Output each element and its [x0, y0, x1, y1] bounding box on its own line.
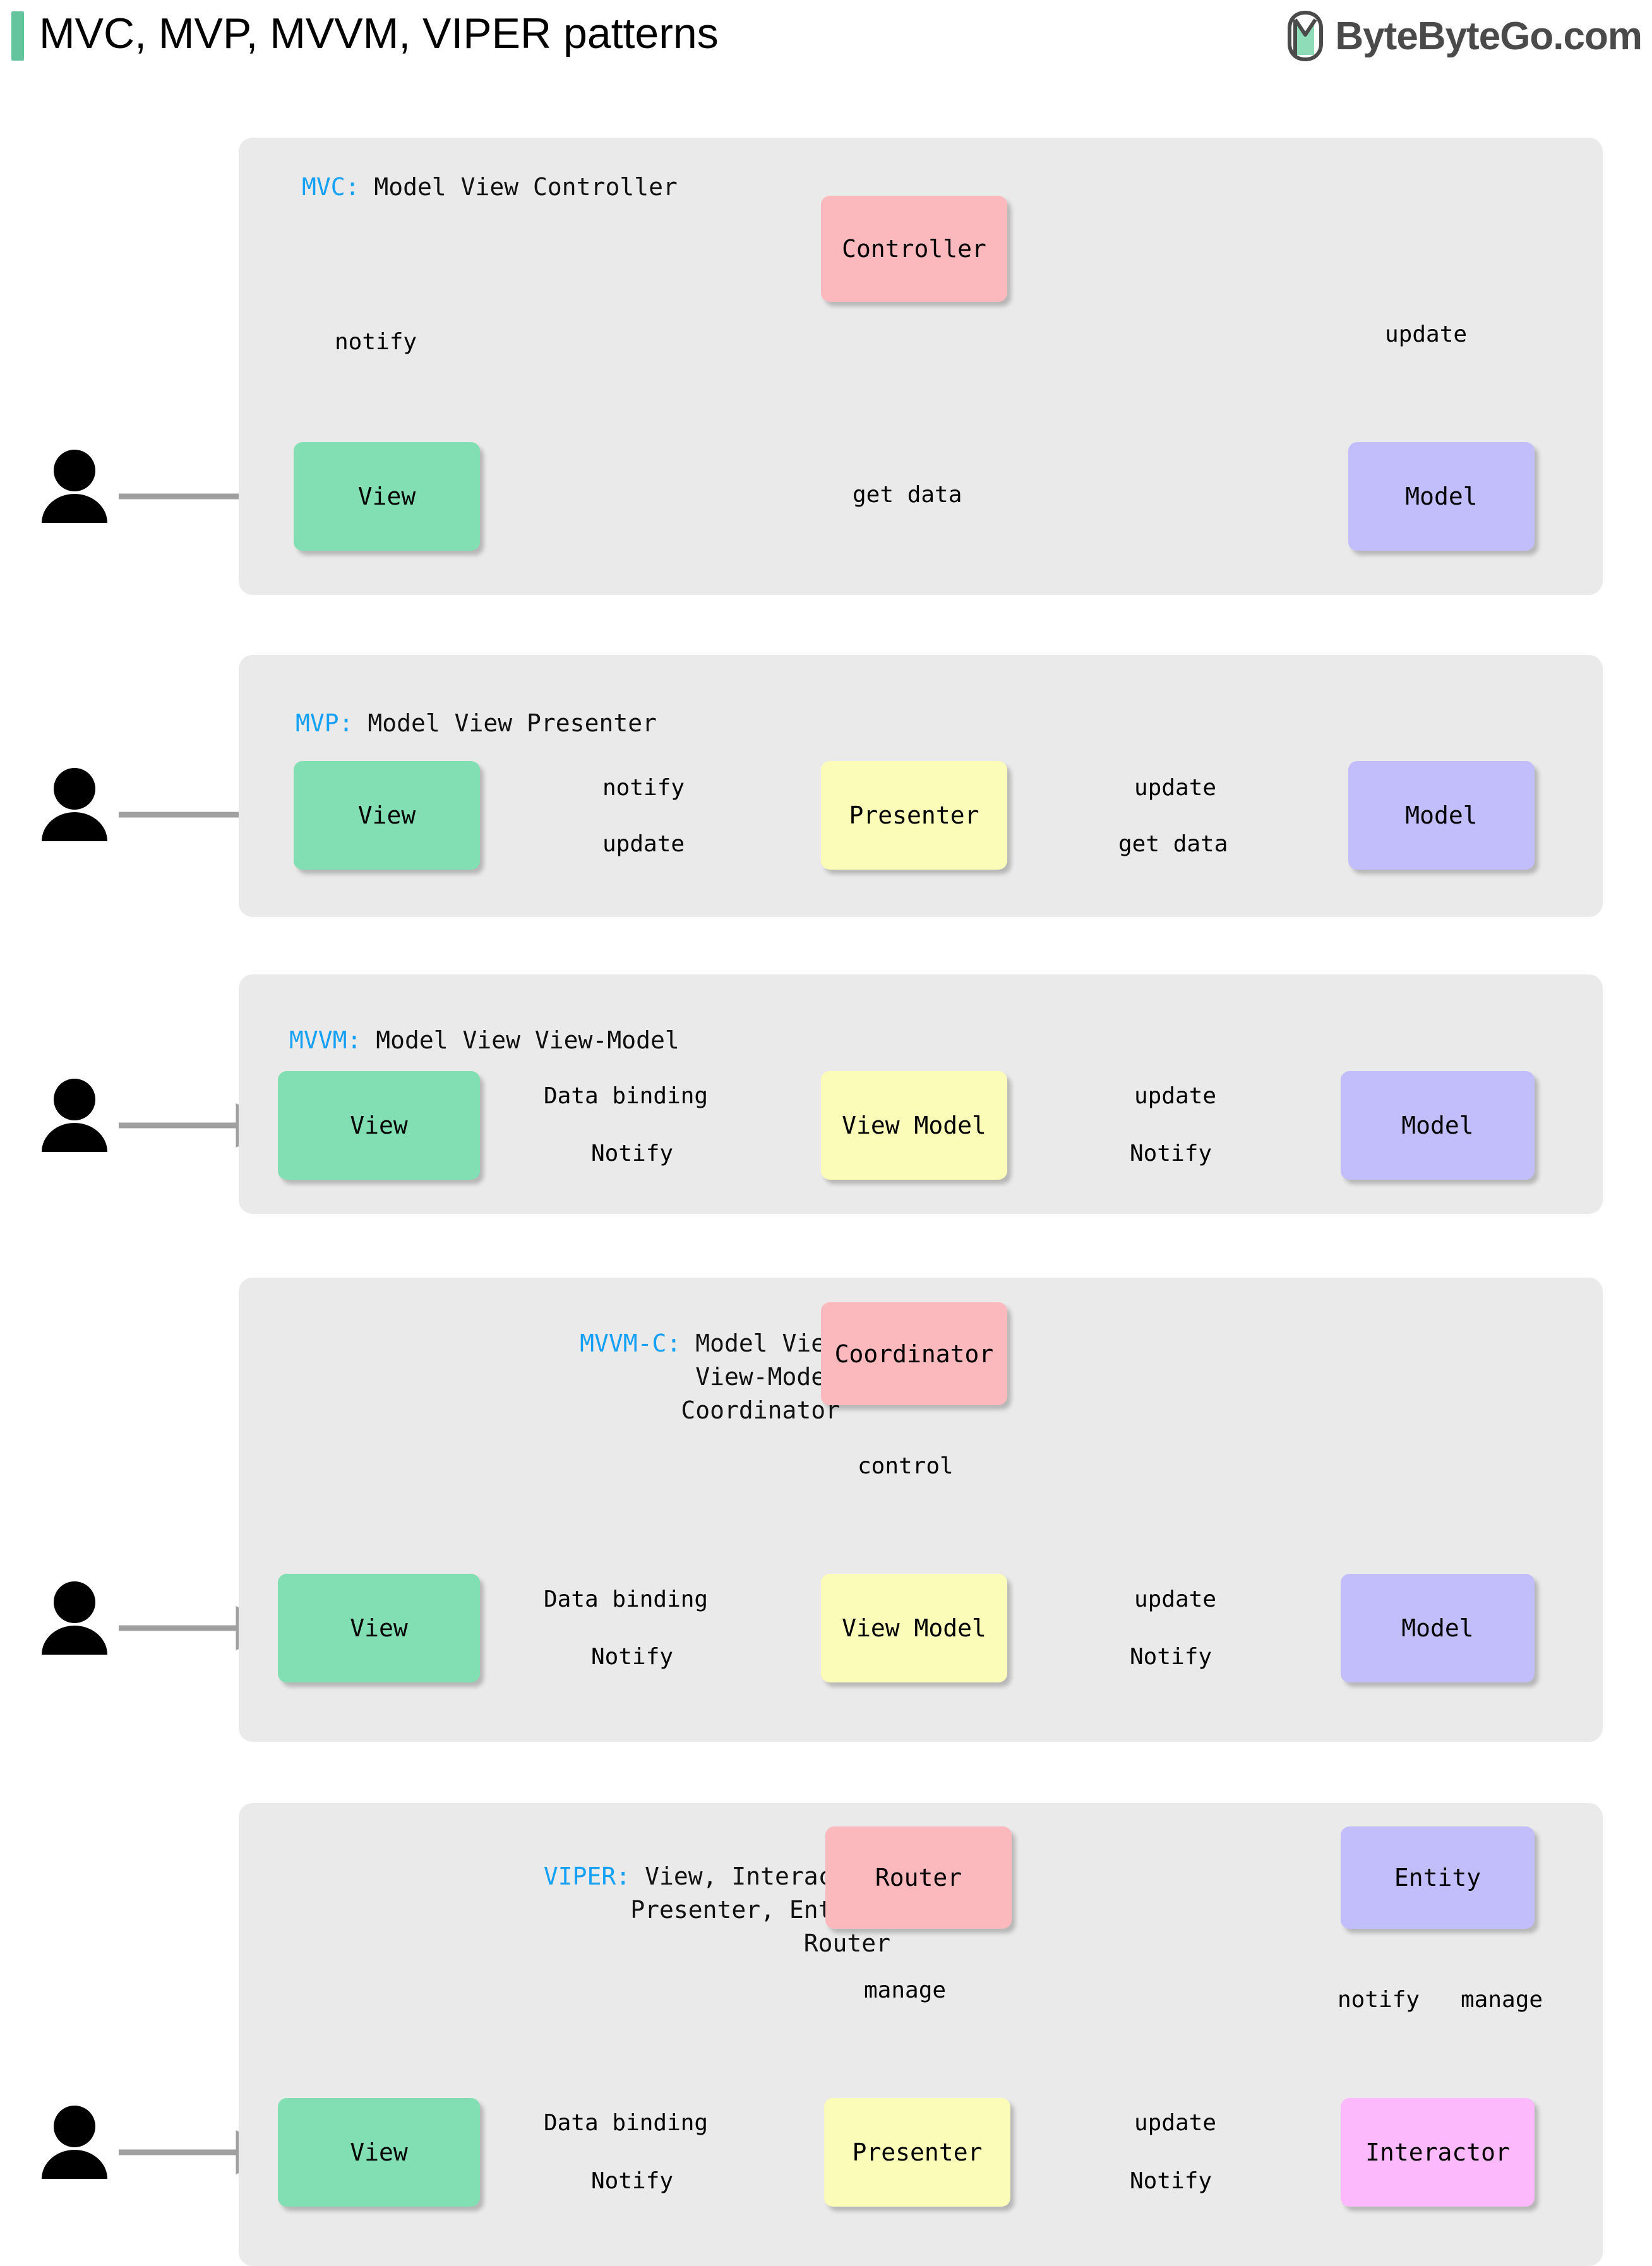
user-actor-icon	[42, 450, 107, 523]
edge-label-mvvm-c-data-binding: Data binding	[540, 1586, 712, 1614]
edge-label-mvvm-notify-2: Notify	[1126, 1140, 1216, 1168]
panel-mvc-title: MVC: Model View Controller	[302, 171, 678, 204]
edge-label-viper-notify: notify	[1334, 1986, 1424, 2014]
edge-label-mvvm-c-notify: Notify	[587, 1643, 678, 1671]
edge-label-mvp-update-2: update	[1130, 774, 1221, 802]
panel-mvp-keyword: MVP:	[296, 709, 354, 737]
edge-label-viper-manage-2: manage	[1457, 1986, 1547, 2014]
edge-label-viper-notify-2: Notify	[587, 2167, 678, 2195]
node-viper-view[interactable]: View	[278, 2098, 480, 2207]
edge-label-mvvm-update: update	[1130, 1082, 1221, 1110]
edge-label-mvc-update: update	[1381, 321, 1471, 349]
page-title: MVC, MVP, MVVM, VIPER patterns	[39, 9, 719, 57]
edge-label-mvvm-notify: Notify	[587, 1140, 678, 1168]
panel-viper-title-line3: Router	[803, 1929, 890, 1957]
edge-label-viper-notify-3: Notify	[1126, 2167, 1216, 2195]
panel-mvvm-c-title-line2: View-Model	[695, 1363, 840, 1391]
node-viper-entity[interactable]: Entity	[1341, 1826, 1535, 1929]
panel-mvvm-c-title-line3: Coordinator	[681, 1396, 840, 1424]
edge-label-mvc-notify: notify	[331, 328, 421, 356]
edge-label-mvvm-c-notify-2: Notify	[1126, 1643, 1216, 1671]
edge-label-mvp-get-data: get data	[1115, 830, 1232, 858]
bytebytego-logo-icon	[1288, 11, 1324, 61]
user-actor-icon	[42, 2106, 107, 2179]
node-mvvm-model[interactable]: Model	[1341, 1071, 1535, 1180]
panel-mvvm-keyword: MVVM:	[289, 1026, 362, 1054]
edge-label-viper-data-binding: Data binding	[540, 2109, 712, 2137]
node-mvc-model[interactable]: Model	[1348, 442, 1535, 551]
panel-mvvm-title-rest: Model View View-Model	[361, 1026, 679, 1054]
node-mvvm-c-coordinator[interactable]: Coordinator	[821, 1302, 1007, 1405]
node-viper-interactor[interactable]: Interactor	[1341, 2098, 1535, 2207]
panel-viper-title: VIPER: View, Interactor,Presenter, Entit…	[239, 1860, 890, 1960]
edge-label-mvp-update: update	[599, 830, 689, 858]
node-mvp-presenter[interactable]: Presenter	[821, 761, 1007, 870]
user-actor-icon	[42, 1581, 107, 1655]
panel-mvc-title-rest: Model View Controller	[359, 173, 678, 201]
node-mvvm-c-model[interactable]: Model	[1341, 1574, 1535, 1682]
brand-logo: ByteByteGo.com	[1286, 10, 1643, 62]
node-viper-presenter[interactable]: Presenter	[824, 2098, 1010, 2207]
panel-mvvm-title: MVVM: Model View View-Model	[289, 1024, 679, 1057]
edge-label-mvvm-c-control: control	[854, 1453, 957, 1480]
node-mvc-view[interactable]: View	[294, 442, 480, 551]
edge-label-mvp-notify: notify	[599, 774, 689, 802]
node-mvvm-c-view[interactable]: View	[278, 1574, 480, 1682]
edge-label-mvvm-c-update: update	[1130, 1586, 1221, 1614]
node-mvvm-view-model[interactable]: View Model	[821, 1071, 1007, 1180]
node-mvp-view[interactable]: View	[294, 761, 480, 870]
node-mvc-controller[interactable]: Controller	[821, 196, 1007, 302]
panel-mvp-title-rest: Model View Presenter	[353, 709, 657, 737]
page-header: MVC, MVP, MVVM, VIPER patterns ByteByteG…	[0, 0, 1652, 71]
panel-mvc-keyword: MVC:	[302, 173, 360, 201]
header-accent-bar	[11, 11, 24, 61]
edge-label-viper-update: update	[1130, 2109, 1221, 2137]
edge-label-viper-manage: manage	[860, 1977, 950, 2005]
panel-mvvm-c-keyword: MVVM-C:	[580, 1329, 681, 1357]
panel-viper-keyword: VIPER:	[543, 1862, 631, 1890]
user-actor-icon	[42, 768, 107, 841]
panel-mvvm-c-title-line1: Model View	[681, 1329, 840, 1357]
node-mvvm-view[interactable]: View	[278, 1071, 480, 1180]
node-viper-router[interactable]: Router	[825, 1826, 1012, 1929]
brand-text: ByteByteGo.com	[1335, 14, 1643, 58]
edge-label-mvc-get-data: get data	[849, 481, 966, 509]
edge-label-mvvm-data-binding: Data binding	[540, 1082, 712, 1110]
user-actor-icon	[42, 1079, 107, 1152]
node-mvp-model[interactable]: Model	[1348, 761, 1535, 870]
node-mvvm-c-view-model[interactable]: View Model	[821, 1574, 1007, 1682]
panel-mvp-title: MVP: Model View Presenter	[296, 707, 657, 740]
